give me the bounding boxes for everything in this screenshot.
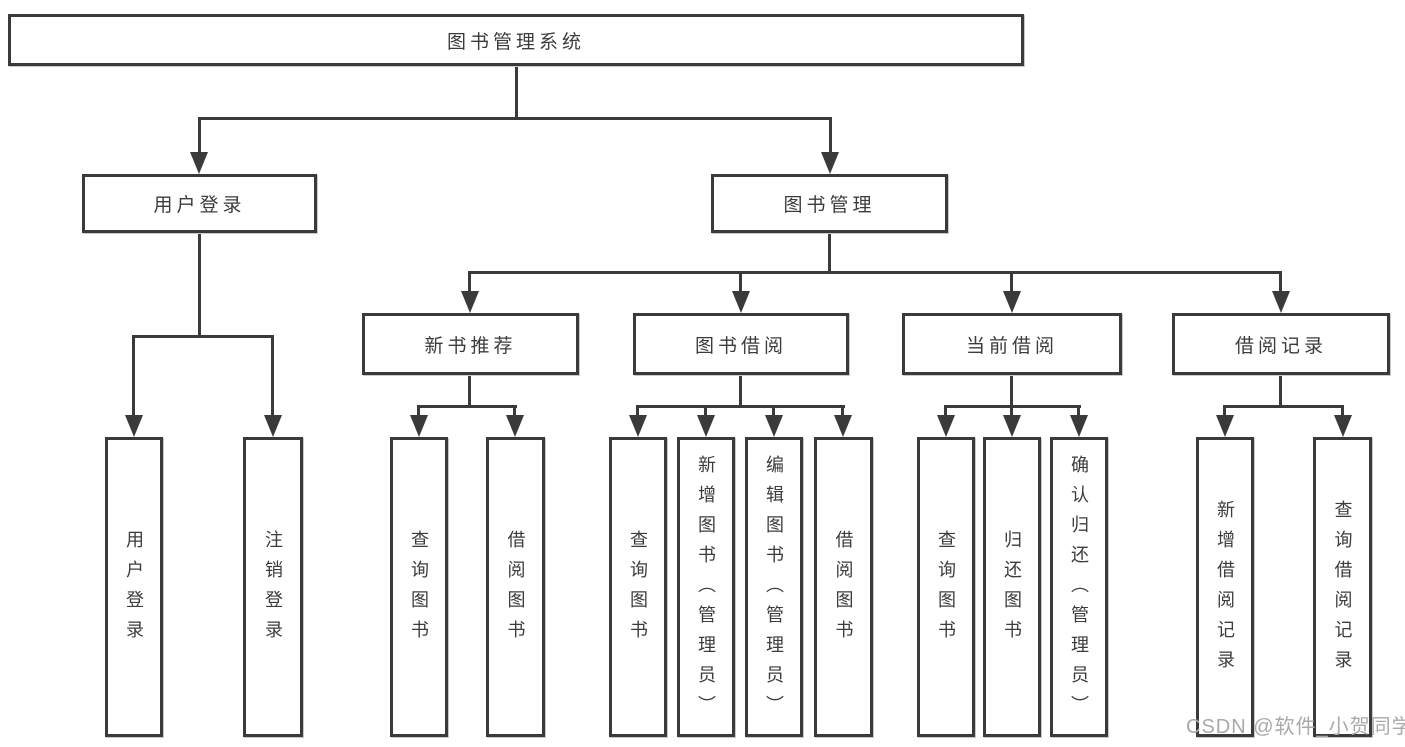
connector-line	[772, 405, 775, 419]
arrow-down-icon	[765, 415, 783, 437]
arrow-down-icon	[506, 415, 524, 437]
connector-line	[198, 117, 832, 120]
connector-line	[468, 375, 471, 408]
connector-line	[1279, 375, 1282, 408]
leaf-return-books: 归还图书	[983, 437, 1041, 737]
leaf-query-books-recommend: 查询图书	[390, 437, 448, 737]
connector-line	[1010, 405, 1013, 419]
connector-line	[1223, 405, 1344, 408]
connector-line	[417, 405, 517, 408]
arrow-down-icon	[264, 415, 282, 437]
connector-line	[1010, 375, 1013, 408]
connector-line	[636, 405, 845, 408]
leaf-query-borrow-record: 查询借阅记录	[1313, 437, 1372, 737]
arrow-down-icon	[1272, 291, 1290, 313]
arrow-down-icon	[732, 291, 750, 313]
connector-line	[132, 335, 135, 420]
arrow-down-icon	[697, 415, 715, 437]
connector-line	[1010, 271, 1013, 296]
leaf-confirm-return-admin: 确认归还（管理员）	[1050, 437, 1108, 737]
arrow-down-icon	[461, 291, 479, 313]
connector-line	[704, 405, 707, 419]
connector-line	[636, 405, 639, 419]
arrow-down-icon	[190, 152, 208, 174]
connector-line	[829, 117, 832, 157]
leaf-add-borrow-record: 新增借阅记录	[1196, 437, 1254, 737]
leaf-borrow-books-recommend: 借阅图书	[486, 437, 545, 737]
leaf-edit-books-admin: 编辑图书（管理员）	[745, 437, 803, 737]
arrow-down-icon	[834, 415, 852, 437]
arrow-down-icon	[1003, 415, 1021, 437]
connector-line	[417, 405, 420, 419]
arrow-down-icon	[937, 415, 955, 437]
connector-line	[513, 405, 516, 419]
leaf-query-books-borrow: 查询图书	[609, 437, 667, 737]
node-borrow-records: 借阅记录	[1172, 313, 1390, 375]
leaf-query-books-current: 查询图书	[917, 437, 975, 737]
connector-line	[1279, 271, 1282, 296]
connector-line	[739, 375, 742, 408]
node-book-management: 图书管理	[711, 174, 948, 233]
leaf-user-login: 用户登录	[105, 437, 163, 737]
arrow-down-icon	[125, 415, 143, 437]
connector-line	[1223, 405, 1226, 419]
node-book-borrow: 图书借阅	[633, 313, 849, 375]
connector-line	[198, 233, 201, 336]
csdn-watermark: CSDN @软件_小贺同学	[1186, 716, 1405, 738]
leaf-borrow-books-borrow: 借阅图书	[814, 437, 873, 737]
connector-line	[198, 117, 201, 157]
arrow-down-icon	[1334, 415, 1352, 437]
connector-line	[739, 271, 742, 296]
node-new-book-recommend: 新书推荐	[362, 313, 579, 375]
connector-line	[468, 271, 471, 296]
connector-line	[944, 405, 947, 419]
node-user-login: 用户登录	[82, 174, 317, 233]
arrow-down-icon	[629, 415, 647, 437]
connector-line	[1341, 405, 1344, 419]
connector-line	[515, 66, 518, 120]
leaf-logout-login: 注销登录	[243, 437, 303, 737]
arrow-down-icon	[1216, 415, 1234, 437]
connector-line	[468, 271, 1282, 274]
connector-line	[271, 335, 274, 420]
arrow-down-icon	[1003, 291, 1021, 313]
connector-line	[841, 405, 844, 419]
arrow-down-icon	[410, 415, 428, 437]
arrow-down-icon	[1070, 415, 1088, 437]
node-current-borrow: 当前借阅	[902, 313, 1122, 375]
connector-line	[828, 233, 831, 273]
leaf-add-books-admin: 新增图书（管理员）	[677, 437, 735, 737]
connector-line	[1077, 405, 1080, 419]
arrow-down-icon	[821, 152, 839, 174]
connector-line	[132, 335, 274, 338]
node-root-library-management-system: 图书管理系统	[8, 14, 1024, 66]
